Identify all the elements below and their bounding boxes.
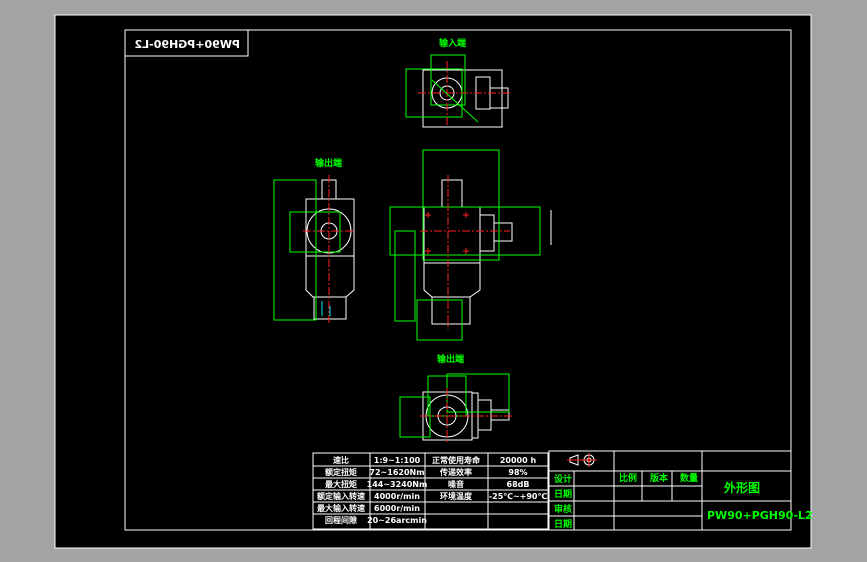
sheet-inner-border — [124, 29, 792, 531]
spec-label: 环境温度 — [440, 491, 473, 501]
output-end-side-view: 输出端 — [273, 157, 355, 323]
scale-label: 比例 — [619, 472, 637, 484]
spec-value: 68dB — [507, 480, 530, 489]
input-end-view: 输入端 — [405, 37, 512, 128]
spec-value: 72~1620Nm — [369, 468, 424, 477]
spec-label: 额定扭矩 — [325, 467, 357, 477]
date-label: 日期 — [554, 518, 572, 530]
spec-value: 144~3240Nm — [367, 480, 428, 489]
spec-value: 20~26arcmin — [367, 516, 427, 525]
front-view — [389, 149, 552, 341]
quantity-label: 数量 — [680, 472, 698, 484]
title-block: 设计 日期 审核 日期 比例 版本 数量 外形图 PW90+PGH90-L2 — [548, 450, 813, 531]
mirrored-label-box: PW90+PGH90-L2 — [125, 30, 249, 57]
spec-value: 1:9~1:100 — [374, 456, 421, 465]
model-number: PW90+PGH90-L2 — [707, 509, 813, 522]
sheet-outer-border — [54, 14, 812, 549]
projection-symbol-icon — [567, 453, 597, 467]
spec-label: 传递效率 — [439, 467, 472, 477]
spec-label: 额定输入转速 — [317, 491, 365, 501]
spec-label: 回程间隙 — [325, 515, 357, 525]
spec-value: -25℃~+90℃ — [489, 492, 548, 501]
spec-label: 速比 — [333, 455, 349, 465]
output-end-bottom-view: 输出端 — [399, 353, 512, 444]
spec-label: 噪音 — [448, 479, 464, 489]
spec-value: 6000r/min — [374, 504, 420, 513]
drawing-name: 外形图 — [724, 480, 760, 495]
date-label: 日期 — [554, 488, 572, 500]
version-label: 版本 — [649, 472, 669, 484]
spec-label: 最大扭矩 — [325, 479, 357, 489]
review-label: 审核 — [554, 503, 572, 515]
spec-value: 98% — [508, 468, 527, 477]
mirrored-label: PW90+PGH90-L2 — [134, 38, 240, 51]
spec-value: 20000 h — [500, 456, 537, 465]
spec-table: 速比 额定扭矩 最大扭矩 额定输入转速 最大输入转速 回程间隙 1:9~1:10… — [312, 452, 549, 530]
output-end-side-label: 输出端 — [315, 157, 342, 169]
design-label: 设计 — [554, 473, 572, 485]
input-end-label: 输入端 — [439, 37, 466, 49]
spec-value: 4000r/min — [374, 492, 420, 501]
spec-label: 最大输入转速 — [317, 503, 365, 513]
output-end-bottom-label: 输出端 — [437, 353, 464, 365]
spec-label: 正常使用寿命 — [432, 455, 481, 465]
